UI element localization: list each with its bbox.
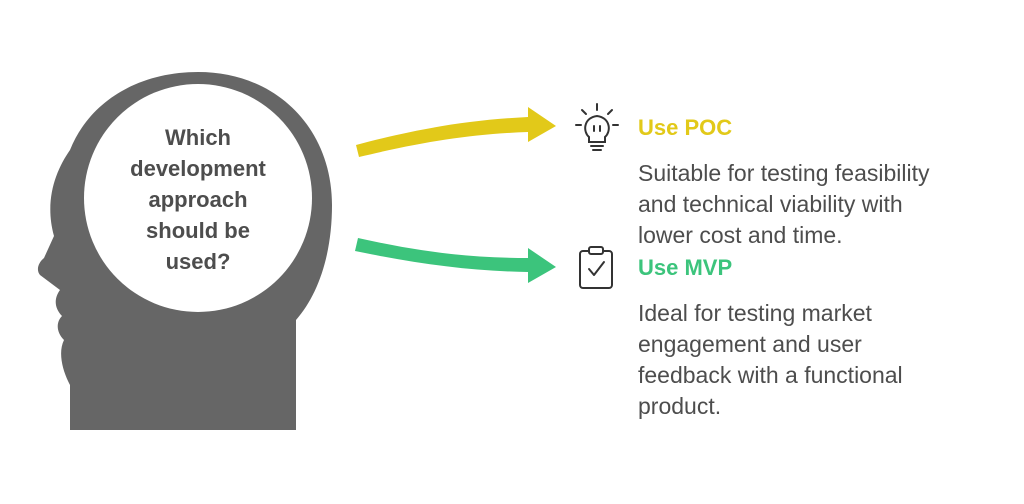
option-poc-description: Suitable for testing feasibility and tec… <box>638 158 1008 251</box>
head-inner-circle <box>84 84 312 312</box>
description-line: lower cost and time. <box>638 222 843 248</box>
question-line: development <box>130 156 266 181</box>
option-mvp-description: Ideal for testing market engagement and … <box>638 298 1008 422</box>
description-line: feedback with a functional <box>638 362 903 388</box>
option-poc-title: Use POC <box>638 115 733 140</box>
option-mvp-title: Use MVP <box>638 255 733 280</box>
arrow-mvp <box>355 238 556 283</box>
question-line: should be <box>146 218 250 243</box>
description-line: and technical viability with <box>638 191 903 217</box>
description-line: product. <box>638 393 722 419</box>
clipboard-check-icon <box>579 246 613 289</box>
question-line: Which <box>165 125 231 150</box>
description-line: Ideal for testing market <box>638 300 872 326</box>
question-line: approach <box>148 187 248 212</box>
question-line: used? <box>165 249 231 274</box>
description-line: engagement and user <box>638 331 862 357</box>
arrow-poc <box>356 107 556 157</box>
lightbulb-icon <box>575 103 619 151</box>
description-line: Suitable for testing feasibility <box>638 160 930 186</box>
question-text: Which development approach should be use… <box>112 122 284 277</box>
